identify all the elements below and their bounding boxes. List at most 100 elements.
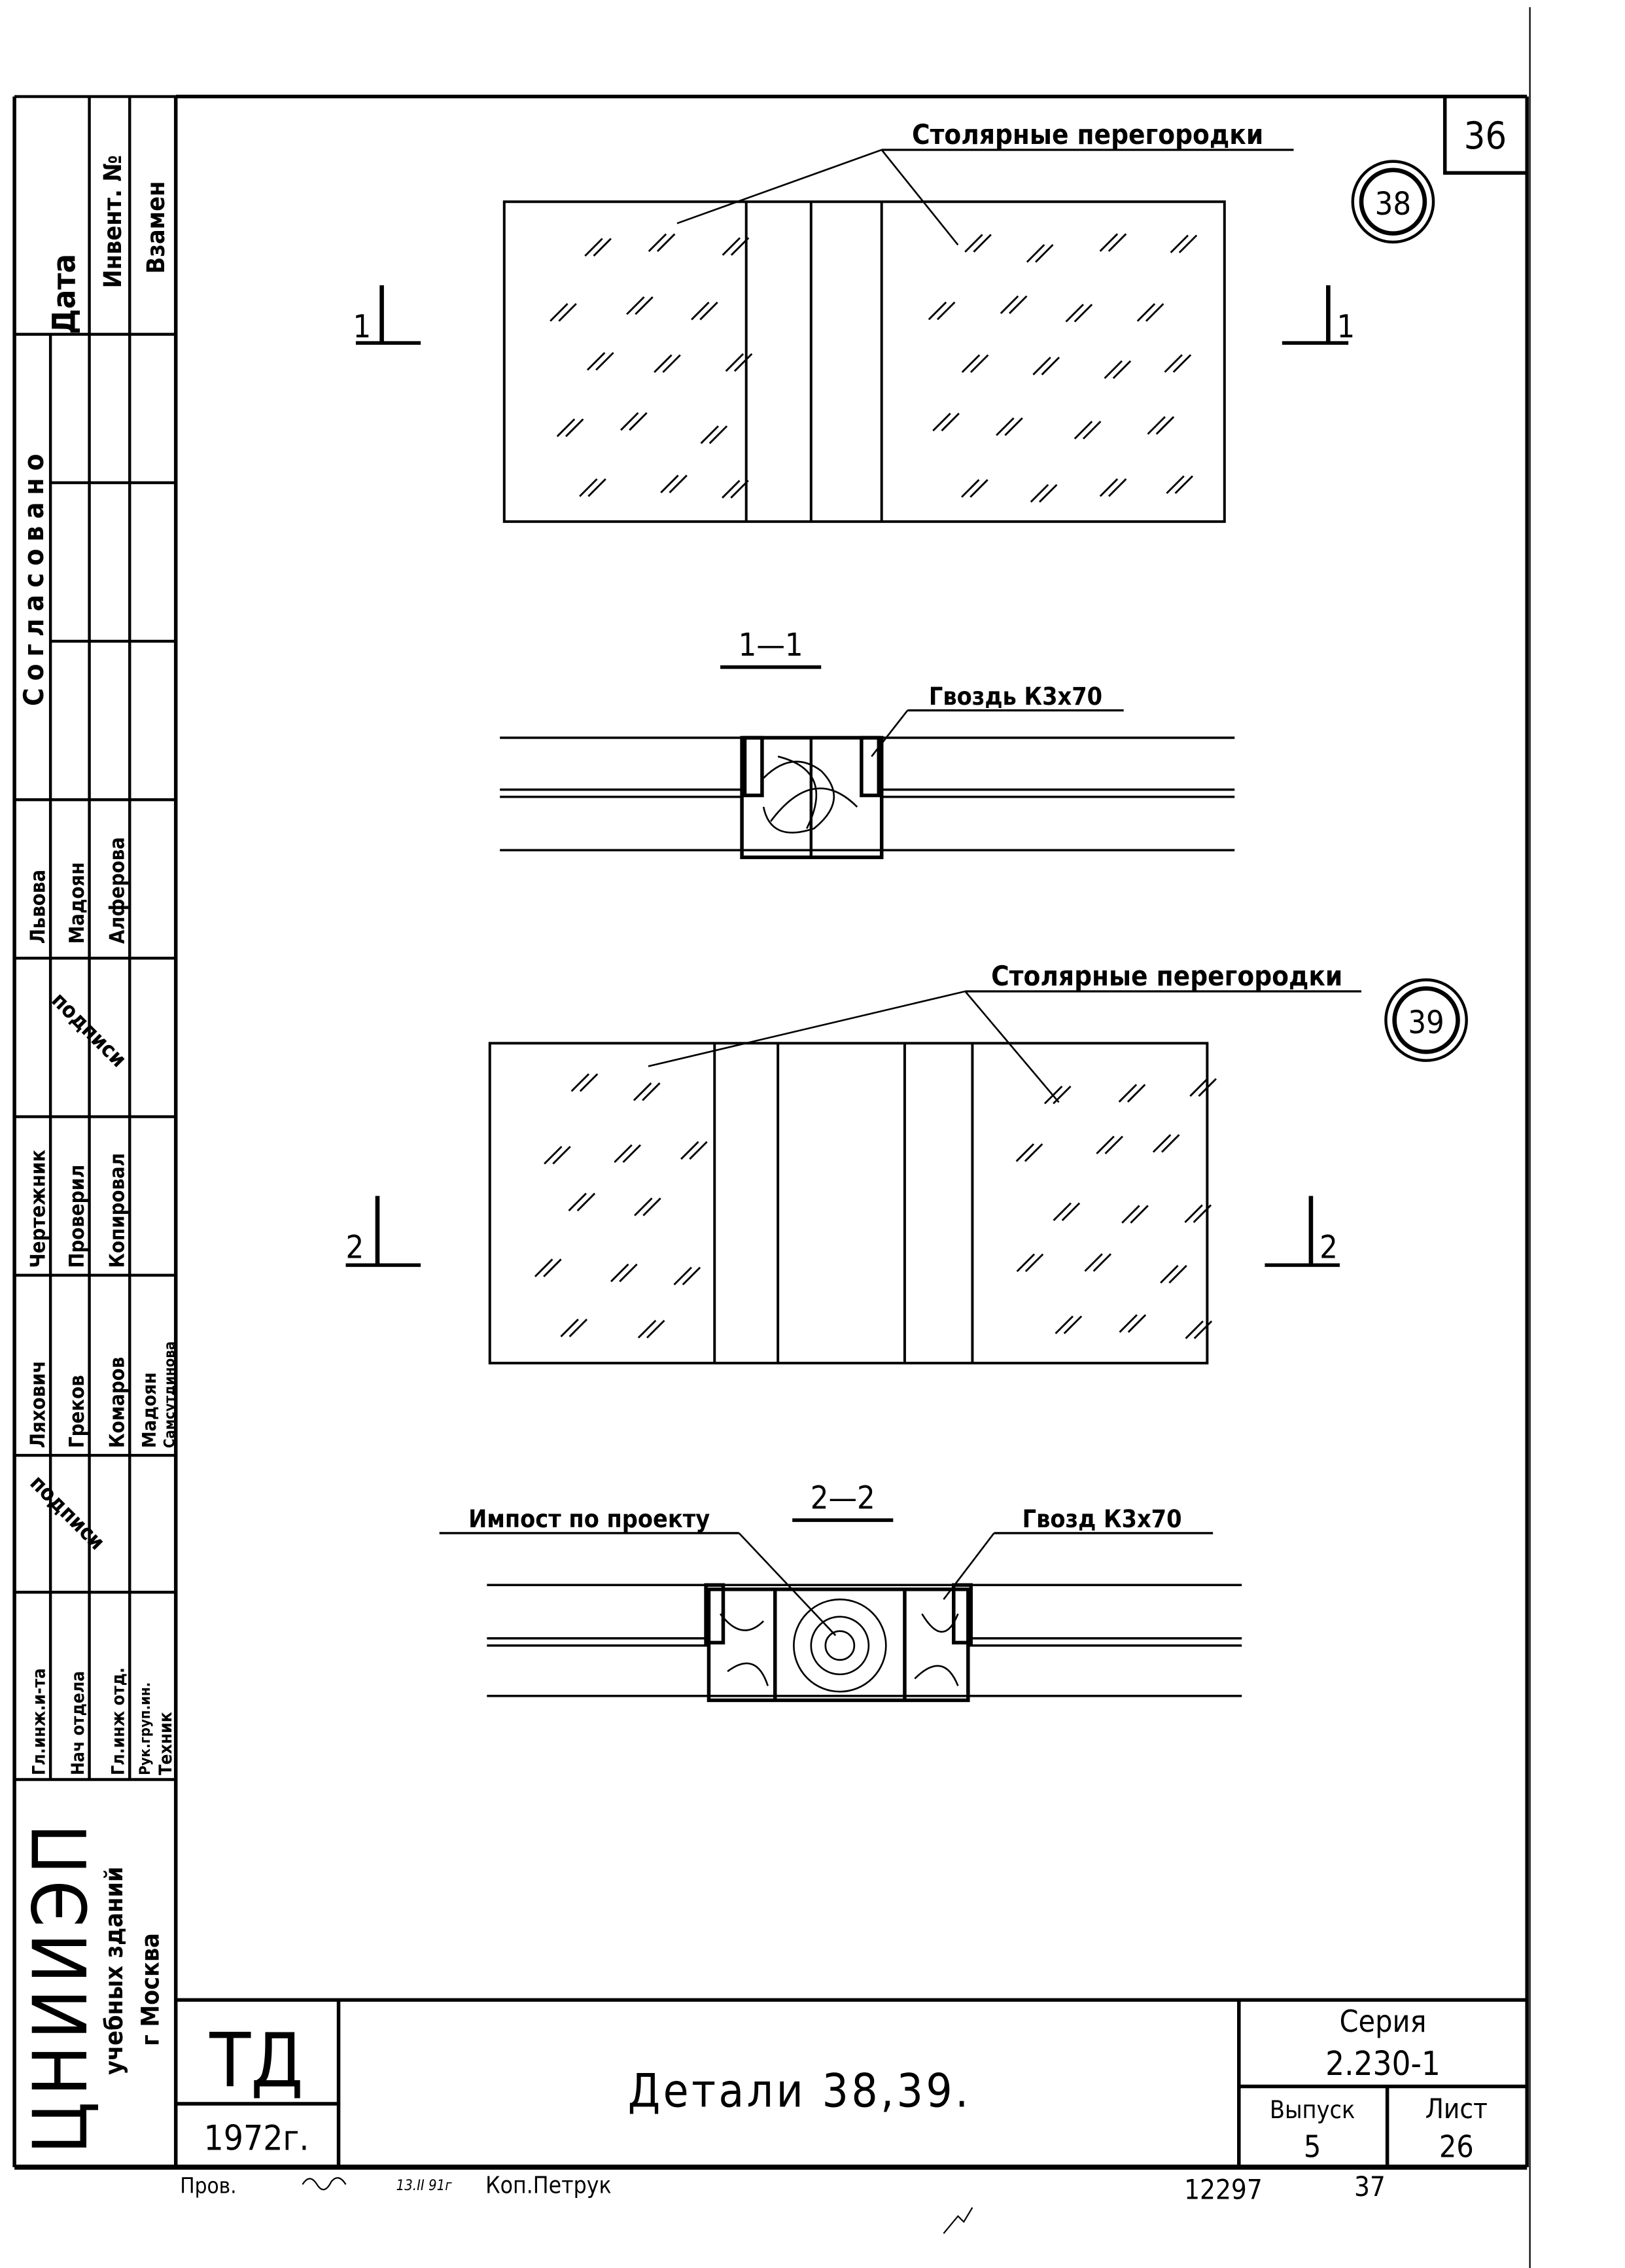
hatch-stroke xyxy=(1130,1205,1149,1224)
hatch-stroke xyxy=(1035,244,1054,263)
hatch-stroke xyxy=(970,354,989,373)
hatch-stroke xyxy=(1104,360,1123,380)
role-8: Техник xyxy=(156,1712,176,1775)
hatch-stroke xyxy=(1041,357,1060,376)
hatch-stroke xyxy=(1099,233,1119,252)
approver-2: Мадоян xyxy=(65,862,89,944)
hatch-stroke xyxy=(543,1258,562,1277)
hatch-stroke xyxy=(1038,484,1058,503)
hatch-stroke xyxy=(1198,1078,1217,1097)
hatch-stroke xyxy=(584,238,603,257)
hatch-stroke xyxy=(642,1082,661,1101)
series-value: 2.230-1 xyxy=(1325,2044,1441,2083)
hatch-stroke xyxy=(680,1141,699,1160)
section-2-2-title: 2—2 xyxy=(811,1480,875,1517)
hatch-stroke xyxy=(626,296,645,315)
glass-hatching xyxy=(928,233,1198,503)
hatch-stroke xyxy=(730,237,750,256)
name-3: Комаров xyxy=(105,1357,129,1449)
section-2-2: 2—2 Импост по проекту Гвозд К3х70 xyxy=(439,1480,1242,1703)
frame xyxy=(12,7,1531,2268)
hatch-stroke xyxy=(1121,1205,1140,1224)
svg-text:1: 1 xyxy=(1337,308,1355,345)
org-city: г Москва xyxy=(135,1933,164,2046)
hatch-stroke xyxy=(1152,1134,1172,1153)
hatch-stroke xyxy=(1172,354,1192,373)
hatch-stroke xyxy=(1193,1320,1213,1339)
hatch-stroke xyxy=(1184,1204,1203,1224)
hatch-stroke xyxy=(1170,234,1189,254)
issue-label: Выпуск xyxy=(1270,2095,1355,2124)
svg-text:39: 39 xyxy=(1408,1004,1444,1041)
hatch-stroke xyxy=(660,474,679,493)
hatch-stroke xyxy=(1127,1084,1146,1103)
sheet-number: 36 xyxy=(1464,114,1507,158)
glass-hatching xyxy=(550,233,753,499)
title-block: ТД 1972г. Детали 38,39. Серия 2.230-1 Вы… xyxy=(175,1998,1528,2167)
hatch-stroke xyxy=(593,238,612,257)
hatch-stroke xyxy=(579,1073,599,1092)
hatch-stroke xyxy=(941,412,960,432)
hatch-stroke xyxy=(544,1146,563,1165)
hatch-stroke xyxy=(1189,1078,1208,1097)
hatch-stroke xyxy=(1055,1315,1074,1334)
hatch-stroke xyxy=(1032,357,1051,376)
hatch-stroke xyxy=(1099,478,1119,497)
hatch-stroke xyxy=(614,1144,633,1163)
name-4: Мадоян xyxy=(138,1372,160,1448)
svg-text:2: 2 xyxy=(346,1229,364,1266)
hatch-stroke xyxy=(699,302,718,321)
hatch-stroke xyxy=(587,478,606,497)
hatch-stroke xyxy=(669,474,688,493)
hatch-stroke xyxy=(1043,1086,1063,1105)
section-1-1: 1—1 Гвоздь К3х70 xyxy=(500,627,1235,859)
sheet-number-box: 36 xyxy=(1442,96,1528,175)
hatch-stroke xyxy=(970,479,988,498)
role-6: Гл.инж отд. xyxy=(108,1667,128,1775)
hatch-stroke xyxy=(634,1197,653,1216)
hatch-stroke xyxy=(1009,295,1028,314)
hatch-stroke xyxy=(691,302,710,321)
sheet-label: Лист xyxy=(1425,2093,1488,2125)
section-2-nail-label: Гвозд К3х70 xyxy=(1022,1504,1182,1533)
impost-label: Импост по проекту xyxy=(468,1504,710,1533)
hatch-stroke xyxy=(1015,1143,1035,1162)
hatch-stroke xyxy=(964,234,983,253)
hatch-stroke xyxy=(1145,303,1164,322)
sidebar xyxy=(14,95,176,1781)
series-label: Серия xyxy=(1339,2004,1426,2039)
svg-text:38: 38 xyxy=(1375,186,1411,222)
role-4: Гл.инж.и-та xyxy=(29,1668,49,1775)
hatch-stroke xyxy=(1112,360,1132,380)
hatch-stroke xyxy=(1061,1202,1081,1222)
drawing-title: Детали 38,39. xyxy=(628,2064,971,2117)
hatch-stroke xyxy=(1178,234,1198,254)
hatch-stroke xyxy=(558,303,577,322)
section-1-cut-left: 1 xyxy=(353,285,421,345)
hatch-stroke xyxy=(1147,416,1166,435)
hatch-stroke xyxy=(1108,478,1127,497)
detail-39-callout: Столярные перегородки xyxy=(991,960,1342,992)
hatch-stroke xyxy=(550,303,568,322)
date-label: Дата xyxy=(46,254,83,334)
org-logo: ЦНИИЭП xyxy=(18,1818,105,2154)
hatch-stroke xyxy=(629,412,648,431)
hatch-stroke xyxy=(1074,421,1093,440)
hatch-stroke xyxy=(928,301,947,321)
hatch-stroke xyxy=(700,425,719,444)
hatch-stroke xyxy=(1063,1315,1083,1334)
org-subtitle: учебных зданий xyxy=(99,1866,128,2074)
svg-text:1: 1 xyxy=(353,308,372,345)
hatch-stroke xyxy=(932,412,951,432)
glass-hatching xyxy=(1015,1078,1217,1339)
hatch-stroke xyxy=(1084,1253,1103,1272)
hatch-stroke xyxy=(1174,475,1193,494)
hatch-stroke xyxy=(961,354,981,373)
detail-39-plan: Столярные перегородки 39 2 2 xyxy=(345,960,1468,1365)
hatch-stroke xyxy=(1155,416,1175,435)
order-number: 12297 xyxy=(1184,2173,1263,2205)
hatch-stroke xyxy=(560,1319,579,1338)
hatch-stroke xyxy=(1053,1086,1072,1105)
approver-1: Львова xyxy=(26,870,50,944)
